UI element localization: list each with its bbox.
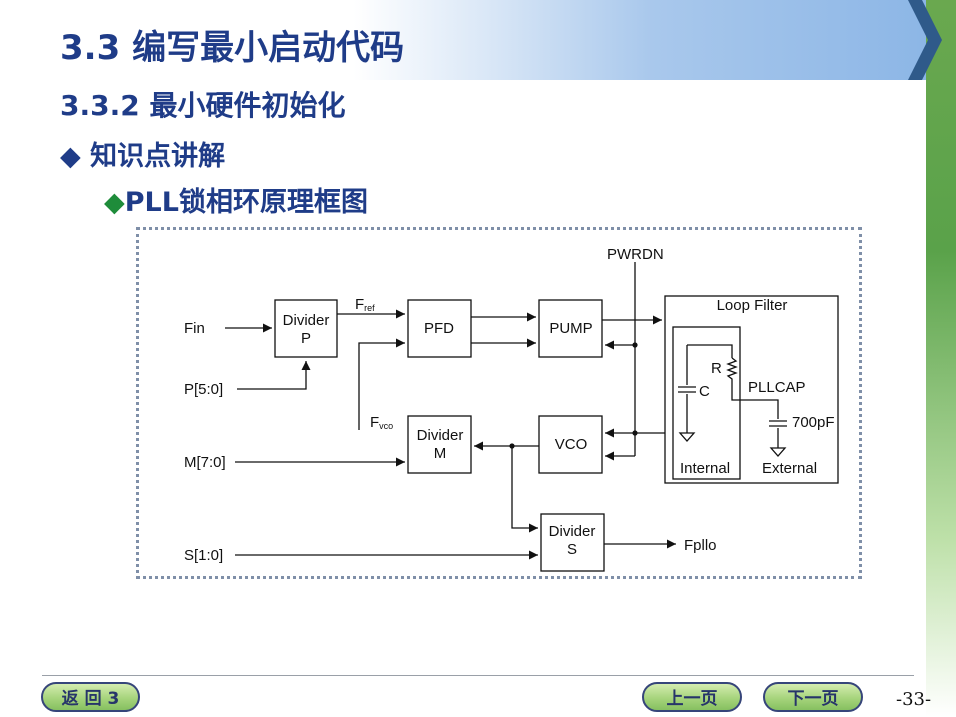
chevron-decor-icon	[908, 0, 942, 80]
pump-block	[538, 299, 603, 358]
fin-label: Fin	[184, 320, 205, 337]
diagram-frame	[136, 227, 862, 579]
m-input-label: M[7:0]	[184, 454, 226, 471]
vco-block	[538, 415, 603, 474]
divider-s-block	[540, 513, 605, 572]
prev-page-button[interactable]: 上一页	[642, 682, 742, 712]
pwrdn-label: PWRDN	[607, 246, 664, 263]
internal-label: Internal	[680, 460, 730, 477]
divider-m-sub: M	[434, 445, 447, 462]
cap-700pf-label: 700pF	[792, 414, 835, 431]
fpllo-label: Fpllo	[684, 537, 717, 554]
diamond-bullet-icon: ◆	[104, 187, 125, 218]
back-button[interactable]: 返 回 3	[41, 682, 140, 712]
p-input-label: P[5:0]	[184, 381, 223, 398]
right-decor-bar	[926, 0, 956, 717]
capacitor-label: C	[699, 383, 710, 400]
divider-p-label: Divider	[283, 312, 330, 329]
pump-label: PUMP	[549, 320, 592, 337]
pfd-label: PFD	[424, 320, 454, 337]
header-band	[0, 0, 930, 80]
slide-subtitle: 3.3.2 最小硬件初始化	[60, 89, 346, 122]
s-input-label: S[1:0]	[184, 547, 223, 564]
resistor-label: R	[711, 360, 722, 377]
bullet-knowledge-text: 知识点讲解	[90, 141, 226, 172]
bullet-pll: ◆PLL锁相环原理框图	[104, 180, 368, 219]
divider-p-sub: P	[301, 330, 311, 347]
bullet-knowledge: ◆ 知识点讲解	[60, 134, 225, 173]
bullet-pll-text: PLL锁相环原理框图	[124, 187, 368, 218]
internal-block	[672, 326, 741, 480]
divider-s-label: Divider	[549, 523, 596, 540]
divider-m-block	[407, 415, 472, 474]
divider-p-block	[274, 299, 338, 358]
next-page-button[interactable]: 下一页	[763, 682, 863, 712]
divider-s-sub: S	[567, 541, 577, 558]
vco-label: VCO	[555, 436, 588, 453]
pllcap-label: PLLCAP	[748, 379, 806, 396]
footer-divider	[42, 675, 914, 676]
diamond-bullet-icon: ◆	[60, 141, 81, 172]
external-label: External	[762, 460, 817, 477]
fref-label: Fref	[355, 296, 375, 313]
slide-title: 3.3 编写最小启动代码	[60, 28, 405, 68]
pfd-block	[407, 299, 472, 358]
loop-filter-label: Loop Filter	[717, 297, 788, 314]
fvco-label: Fvco	[370, 414, 393, 431]
page-number: -33-	[896, 689, 932, 710]
divider-m-label: Divider	[417, 427, 464, 444]
